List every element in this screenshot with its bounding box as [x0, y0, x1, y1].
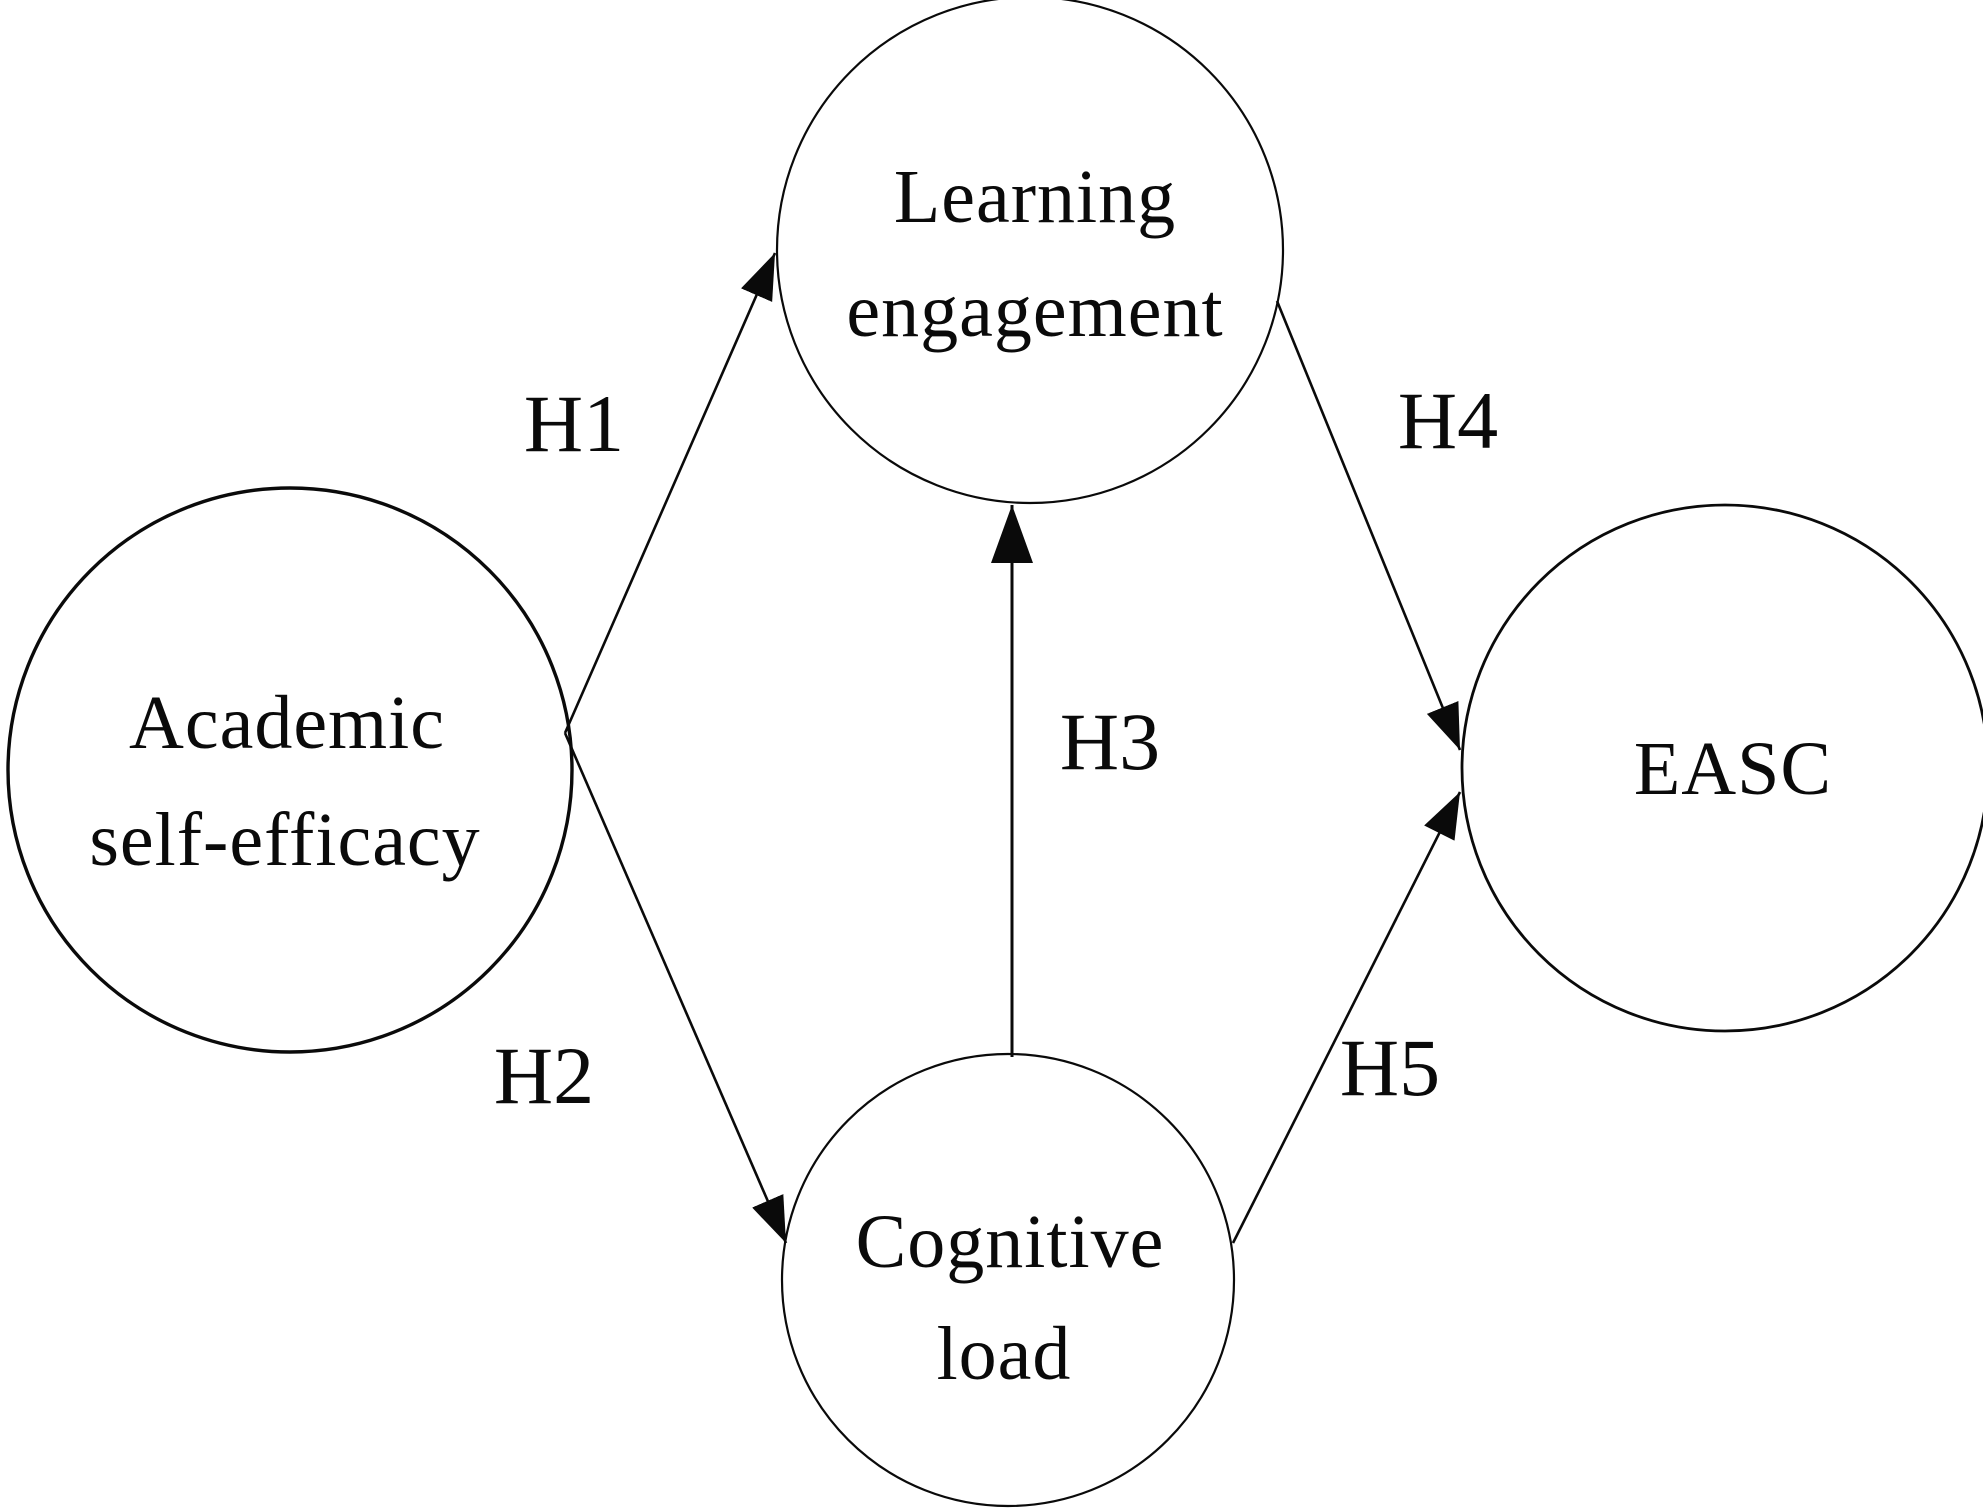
edge-label-h3: H3 — [1059, 696, 1161, 787]
edge-label-h5: H5 — [1339, 1022, 1441, 1113]
node-label-cognitive-line2: load — [936, 1312, 1072, 1396]
edge-label-h4: H4 — [1397, 375, 1499, 466]
edge-label-h1: H1 — [523, 378, 625, 469]
node-label-cognitive-line1: Cognitive — [855, 1200, 1165, 1284]
edge-line-h4 — [1275, 300, 1462, 751]
node-circle-learning-engagement — [775, 0, 1285, 505]
node-label-academic-line1: Academic — [128, 681, 446, 765]
node-circle-easc — [1460, 503, 1983, 1033]
node-label-academic-line2: self-efficacy — [89, 798, 481, 882]
node-label-learning-line1: Learning — [893, 155, 1177, 239]
node-circle-academic-self-efficacy — [6, 486, 574, 1054]
edge-line-h5 — [1231, 791, 1462, 1244]
node-label-easc: EASC — [1633, 727, 1833, 811]
edge-line-h1 — [563, 252, 777, 734]
node-circle-cognitive-load — [780, 1052, 1236, 1508]
edge-line-h2 — [563, 732, 788, 1244]
edge-label-h2: H2 — [493, 1030, 595, 1121]
node-label-learning-line2: engagement — [846, 269, 1224, 353]
